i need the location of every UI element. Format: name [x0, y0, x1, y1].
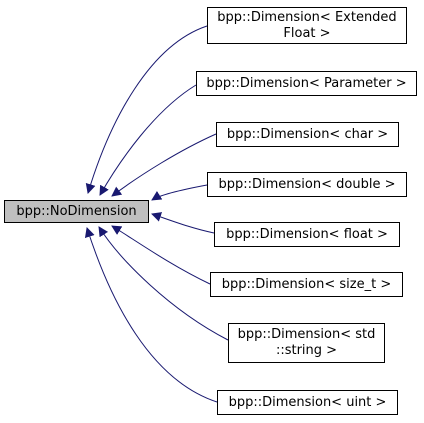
base-class-label: bpp::NoDimension	[16, 203, 137, 219]
derived-class-node-size-t[interactable]: bpp::Dimension< size_t >	[210, 272, 403, 297]
inheritance-edge	[85, 25, 208, 194]
derived-class-node-double[interactable]: bpp::Dimension< double >	[207, 172, 407, 197]
derived-class-label: bpp::Dimension< float >	[226, 226, 388, 242]
derived-class-label: bpp::Dimension< uint >	[228, 394, 387, 410]
inheritance-edge	[151, 184, 208, 201]
derived-class-node-std-string[interactable]: bpp::Dimension< std ::string >	[228, 323, 385, 363]
derived-class-node-extended-float[interactable]: bpp::Dimension< Extended Float >	[207, 7, 407, 44]
inheritance-edge	[111, 225, 211, 285]
derived-class-label: bpp::Dimension< size_t >	[221, 276, 392, 292]
derived-class-node-parameter[interactable]: bpp::Dimension< Parameter >	[196, 71, 417, 96]
derived-class-label: bpp::Dimension< double >	[218, 176, 396, 192]
derived-class-label-line: ::string >	[275, 343, 338, 358]
derived-class-node-uint[interactable]: bpp::Dimension< uint >	[217, 390, 398, 415]
inheritance-edge	[111, 133, 217, 197]
inheritance-edge	[99, 84, 197, 196]
derived-class-node-char[interactable]: bpp::Dimension< char >	[216, 122, 399, 147]
inheritance-edge	[98, 226, 229, 341]
derived-class-node-float[interactable]: bpp::Dimension< float >	[214, 222, 400, 247]
derived-class-label-line: bpp::Dimension< Extended	[217, 9, 397, 25]
derived-class-label-line: Float >	[283, 25, 331, 41]
base-class-node[interactable]: bpp::NoDimension	[4, 200, 149, 223]
derived-class-label-line: bpp::Dimension< std	[237, 327, 376, 342]
inheritance-edge	[151, 212, 215, 234]
inheritance-edge	[84, 227, 218, 403]
derived-class-label: bpp::Dimension< char >	[226, 126, 389, 142]
derived-class-label: bpp::Dimension< Parameter >	[206, 75, 407, 91]
